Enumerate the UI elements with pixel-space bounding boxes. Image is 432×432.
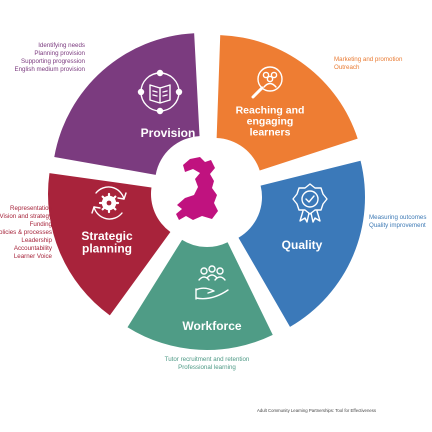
segment-strategic — [47, 173, 171, 316]
segment-reaching — [216, 35, 358, 171]
segment-label-strategic: planning — [82, 242, 132, 256]
segment-label-provision: Provision — [141, 126, 196, 140]
topic-item: Marketing and promotion — [334, 56, 403, 63]
topic-item: Measuring outcomes — [369, 214, 427, 221]
topic-item: Funding — [29, 221, 52, 228]
topic-item: Identifying needs — [38, 42, 85, 49]
topic-item: Planning provision — [34, 50, 85, 57]
topic-item: Tutor recruitment and retention — [164, 356, 250, 363]
segment-workforce — [127, 239, 273, 350]
segment-label-quality: Quality — [282, 238, 323, 252]
wales-map-icon — [176, 157, 218, 220]
award-badge-icon — [292, 183, 328, 223]
segments-group — [47, 33, 365, 350]
topic-item: Policies & processes — [0, 229, 52, 236]
segment-label-reaching: engaging — [247, 116, 294, 128]
segment-label-reaching: Reaching and — [236, 105, 305, 117]
topic-item: Supporting progression — [21, 58, 85, 65]
topic-item: Vision and strategy — [0, 213, 52, 220]
segment-provision — [54, 33, 200, 175]
segment-quality — [238, 160, 365, 327]
center-group — [161, 145, 251, 235]
topic-item: Professional learning — [178, 364, 236, 371]
topic-item: Outreach — [334, 64, 360, 71]
topic-item: Quality improvement — [369, 222, 426, 229]
segment-label-workforce: Workforce — [182, 319, 241, 333]
magnifier-people-icon — [251, 66, 283, 99]
topic-item: English medium provision — [14, 66, 85, 73]
segment-icons-group — [91, 66, 328, 300]
topic-item: Learner Voice — [13, 253, 52, 260]
segment-label-reaching: learners — [250, 127, 291, 139]
topic-item: Representation — [10, 205, 52, 212]
segment-label-strategic: Strategic — [81, 229, 133, 243]
topic-item: Leadership — [21, 237, 52, 244]
footer-caption: Adult Community Learning Partnerships: T… — [257, 408, 377, 413]
book-icon — [137, 69, 183, 115]
topic-item: Accountability — [13, 245, 52, 252]
segment-labels-group: Provision Reaching andengaginglearnersQua… — [81, 105, 322, 334]
hand-people-icon — [195, 265, 229, 300]
gear-cycle-icon — [91, 186, 127, 220]
